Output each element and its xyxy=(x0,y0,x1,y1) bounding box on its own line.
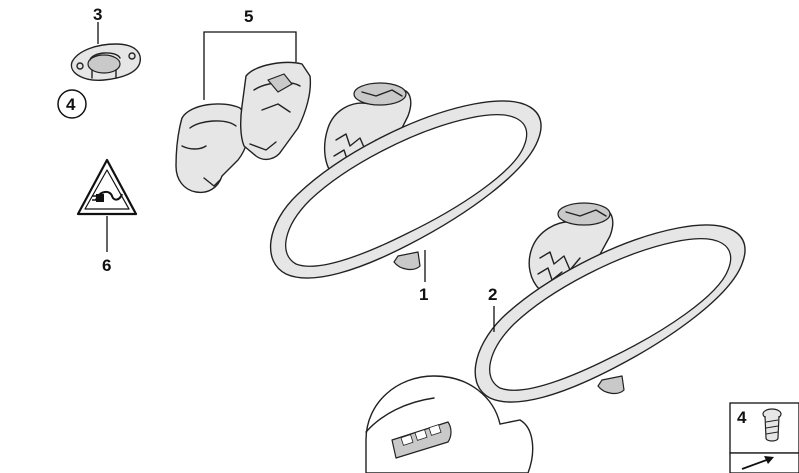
leader-5 xyxy=(203,31,297,100)
screw-part-box: 4 xyxy=(729,402,799,454)
mirror-mount-lower xyxy=(528,202,614,291)
callout-1: 1 xyxy=(419,285,428,304)
mirror-housing-upper xyxy=(269,100,542,279)
detail-magnifier xyxy=(365,375,534,473)
callout-2: 2 xyxy=(488,285,497,304)
callout-4-circle: 4 xyxy=(57,89,87,119)
cover-piece-front xyxy=(175,103,250,194)
legend-arrow-icon xyxy=(729,452,799,473)
mirror-housing-lower xyxy=(474,224,746,403)
mounting-plate-part xyxy=(70,43,141,81)
callout-3: 3 xyxy=(93,5,102,24)
cover-piece-rear xyxy=(239,61,312,161)
svg-text:4: 4 xyxy=(66,95,76,114)
screw-icon xyxy=(762,408,782,442)
callout-5: 5 xyxy=(244,7,253,26)
callout-4-box: 4 xyxy=(737,408,747,427)
electrical-warning-triangle-icon xyxy=(76,158,138,216)
callout-6: 6 xyxy=(102,256,111,275)
